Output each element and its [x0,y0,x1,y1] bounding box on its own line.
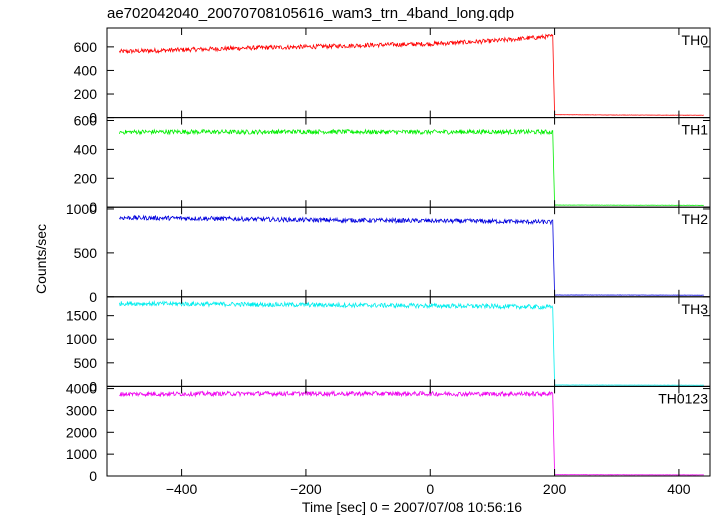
y-tick-label-th3: 0 [89,378,97,394]
y-tick-label-th2: 0 [89,289,97,305]
y-tick-label-th1: 0 [89,199,97,215]
panel-frame-th3 [106,296,711,387]
series-line-th0 [119,33,704,116]
y-tick-label-th1: 200 [74,170,98,186]
y-tick-label-th1: 400 [74,141,98,157]
panel-frame-th0123 [106,385,711,477]
series-line-th2 [119,214,704,296]
x-tick-label: 0 [426,481,434,497]
panel-frame-th0 [106,27,711,119]
y-tick-label-th2: 500 [74,245,98,261]
x-tick-label: −400 [166,481,198,497]
y-tick-label-th0: 400 [74,62,98,78]
panel-label-th2: TH2 [682,211,709,227]
x-tick-label: −200 [290,481,322,497]
panel-label-th1: TH1 [682,122,709,138]
y-tick-label-th3: 1000 [66,331,97,347]
series-line-th1 [119,128,704,206]
y-tick-label-th0: 0 [89,110,97,126]
y-tick-label-th1: 600 [74,112,98,128]
y-tick-label-th0123: 2000 [66,424,97,440]
panel-label-th3: TH3 [682,301,709,317]
y-axis-label: Counts/sec [33,224,49,294]
y-tick-label-th3: 500 [74,355,98,371]
y-tick-label-th0: 600 [74,39,98,55]
panel-label-th0: TH0 [682,32,709,48]
x-tick-label: 400 [667,481,691,497]
series-line-th0123 [119,389,704,476]
y-tick-label-th0123: 0 [89,468,97,484]
series-line-th3 [119,299,704,386]
y-tick-label-th0: 200 [74,86,98,102]
figure-title: ae702042040_20070708105616_wam3_trn_4ban… [107,5,514,22]
y-tick-label-th2: 1000 [66,201,97,217]
x-axis-label: Time [sec] 0 = 2007/07/08 10:56:16 [302,499,522,515]
x-tick-label: 200 [543,481,567,497]
panel-label-th0123: TH0123 [658,390,708,406]
y-tick-label-th0123: 1000 [66,446,97,462]
y-tick-label-th0123: 4000 [66,381,97,397]
y-tick-label-th3: 1500 [66,308,97,324]
y-tick-label-th0123: 3000 [66,402,97,418]
